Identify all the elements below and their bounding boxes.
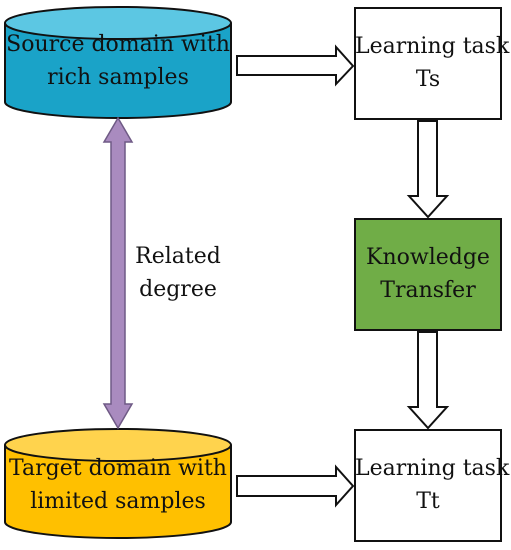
learning-task-tt-label: Learning task Tt — [355, 452, 510, 518]
learning-task-tt-box — [354, 429, 502, 542]
learning-task-ts-label: Learning task Ts — [355, 30, 510, 96]
learning-task-tt-line1: Learning task — [355, 456, 510, 481]
related-degree-line1: Related — [135, 244, 221, 269]
related-degree-line2: degree — [139, 277, 217, 302]
knowledge-transfer-box — [354, 218, 502, 331]
target-domain-label: Target domain with limited samples — [5, 452, 231, 518]
knowledge-to-task-arrow — [406, 331, 450, 430]
learning-task-tt-line2: Tt — [416, 489, 440, 514]
task-to-knowledge-arrow — [406, 120, 450, 219]
knowledge-transfer-label: Knowledge Transfer — [355, 241, 501, 307]
target-domain-label-line2: limited samples — [30, 489, 206, 514]
target-domain-label-line1: Target domain with — [9, 456, 227, 481]
related-degree-label: Related degree — [128, 240, 228, 306]
source-to-task-arrow — [236, 44, 355, 87]
knowledge-transfer-line2: Transfer — [380, 278, 476, 303]
knowledge-transfer-line1: Knowledge — [366, 245, 490, 270]
source-domain-label-line2: rich samples — [47, 65, 189, 90]
learning-task-ts-box — [354, 7, 502, 120]
learning-task-ts-line2: Ts — [415, 67, 441, 92]
source-domain-label: Source domain with rich samples — [5, 28, 231, 94]
target-to-task-arrow — [236, 464, 355, 508]
source-domain-label-line1: Source domain with — [6, 32, 230, 57]
target-domain-cylinder — [4, 428, 232, 539]
learning-task-ts-line1: Learning task — [355, 34, 510, 59]
source-domain-cylinder — [4, 6, 232, 119]
related-degree-arrow — [102, 116, 134, 430]
